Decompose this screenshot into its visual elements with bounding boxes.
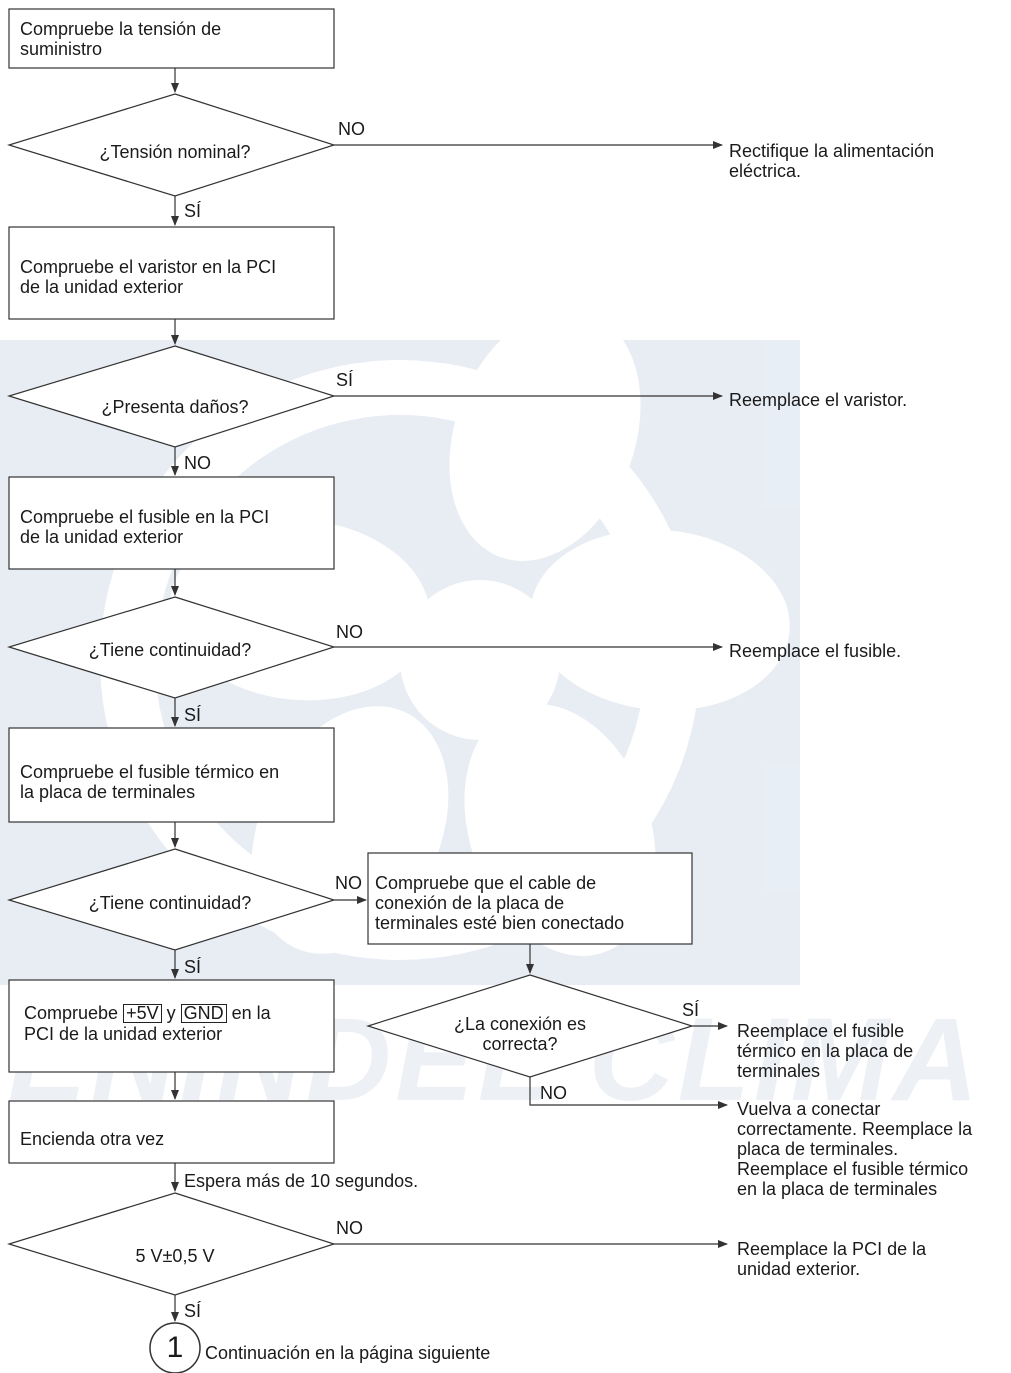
decision-voltage: 5 V±0,5 V	[135, 1246, 215, 1266]
page-connector-circle	[149, 1322, 201, 1373]
box-check-thermal-fuse	[8, 727, 335, 823]
step-check-thermal-fuse: Compruebe el fusible térmico en la placa…	[20, 762, 280, 802]
step-power-on: Encienda otra vez	[20, 1129, 165, 1149]
step-check-5v-pre: Compruebe	[24, 1003, 119, 1023]
decision-nominal: ¿Tensión nominal?	[99, 142, 251, 162]
outcome-replace-fuse: Reemplace el fusible.	[729, 641, 902, 661]
box-power-on	[8, 1100, 335, 1164]
step-check-5v-post: en la	[231, 1003, 271, 1023]
outcome-replace-pcb: Reemplace la PCI de la unidad exterior.	[737, 1239, 927, 1279]
step-check-5v-line2: PCI de la unidad exterior	[24, 1024, 223, 1044]
step-check-5v-mid: y	[166, 1003, 176, 1023]
decision-damaged: ¿Presenta daños?	[101, 397, 249, 417]
outcome-replace-varistor: Reemplace el varistor.	[729, 390, 908, 410]
label-yes-connection: SÍ	[682, 1000, 700, 1020]
label-yes-continuity-thermal: SÍ	[184, 957, 202, 977]
label-no-connection: NO	[540, 1083, 567, 1103]
outcome-reconnect: Vuelva a conectar correctamente. Reempla…	[737, 1099, 973, 1199]
step-check-cable: Compruebe que el cable de conexión de la…	[375, 873, 625, 933]
label-yes-continuity-fuse: SÍ	[184, 705, 202, 725]
label-yes-nominal: SÍ	[184, 201, 202, 221]
label-no-continuity-thermal: NO	[335, 873, 362, 893]
step-check-varistor: Compruebe el varistor en la PCI de la un…	[20, 257, 277, 297]
box-check-supply	[8, 8, 335, 69]
label-wait: Espera más de 10 segundos.	[184, 1171, 419, 1191]
step-check-fuse: Compruebe el fusible en la PCI de la uni…	[20, 507, 270, 547]
label-yes-damaged: SÍ	[336, 370, 354, 390]
decision-continuity-fuse: ¿Tiene continuidad?	[88, 640, 252, 660]
step-check-supply: Compruebe la tensión de suministro	[20, 19, 222, 59]
label-no-damaged: NO	[184, 453, 211, 473]
key-plus5v: +5V	[123, 1004, 162, 1023]
arrow-connection-reconnect	[529, 1077, 728, 1109]
decision-connection-ok: ¿La conexión es correcta?	[453, 1014, 587, 1054]
outcome-replace-thermal: Reemplace el fusible térmico en la placa…	[737, 1021, 914, 1081]
diamond-voltage	[6, 1192, 336, 1296]
label-yes-voltage: SÍ	[184, 1301, 202, 1321]
step-check-5v: Compruebe +5V y GND en la	[24, 1003, 271, 1023]
decision-continuity-thermal: ¿Tiene continuidad?	[88, 893, 252, 913]
box-check-varistor	[8, 226, 335, 320]
label-no-continuity-fuse: NO	[336, 622, 363, 642]
page-connector-caption: Continuación en la página siguiente	[205, 1343, 491, 1363]
box-check-fuse	[8, 476, 335, 570]
key-gnd: GND	[180, 1004, 227, 1023]
page-connector-number: 1	[166, 1331, 184, 1364]
outcome-fix-supply: Rectifique la alimentación eléctrica.	[729, 141, 935, 181]
label-no-nominal: NO	[338, 119, 365, 139]
label-no-voltage: NO	[336, 1218, 363, 1238]
box-check-cable	[367, 852, 693, 945]
box-check-5v	[8, 979, 335, 1073]
